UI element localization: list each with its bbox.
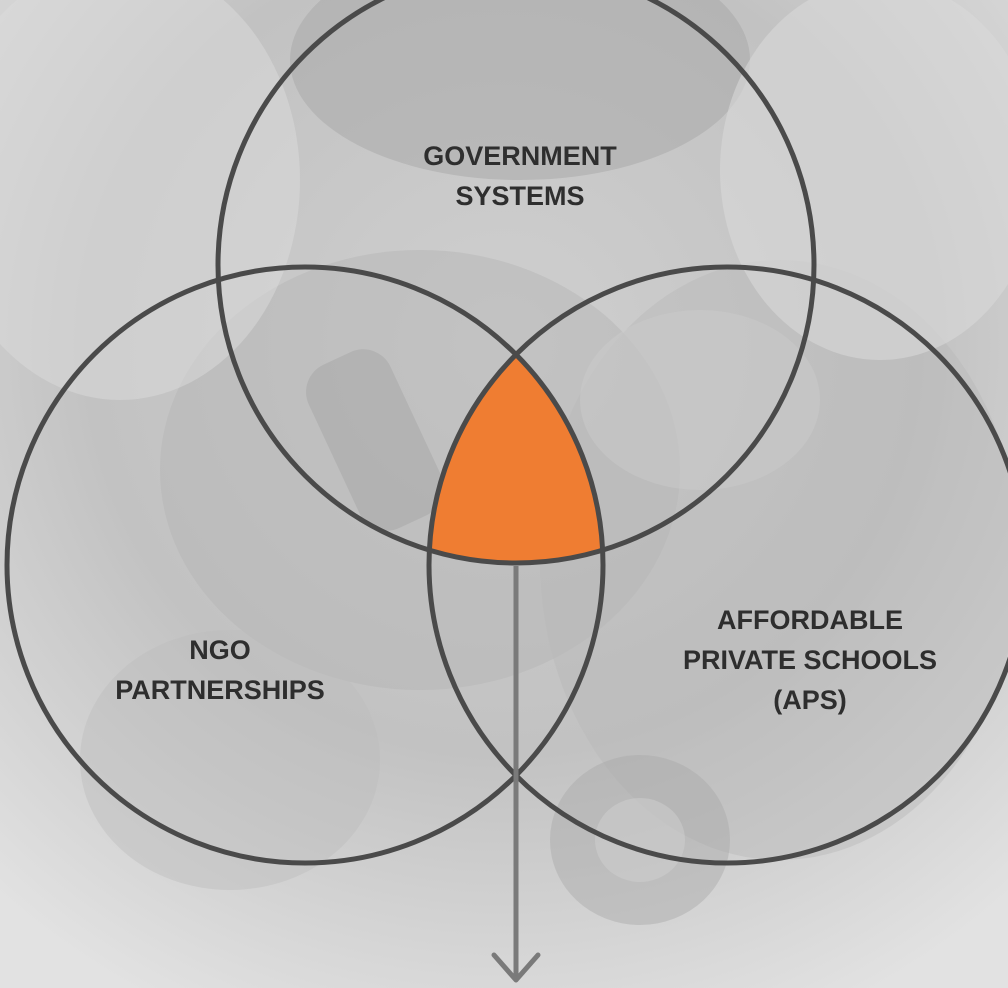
- down-arrow-icon: [491, 566, 541, 983]
- ngo-partnerships-circle: [4, 264, 606, 866]
- government-systems-label: GOVERNMENT SYSTEMS: [423, 141, 617, 211]
- government-systems-circle: [215, 0, 817, 566]
- affordable-private-schools-label: AFFORDABLE PRIVATE SCHOOLS (APS): [682, 605, 938, 715]
- affordable-private-schools-circle: [426, 264, 1008, 866]
- ngo-partnerships-label: NGO PARTNERSHIPS: [115, 635, 325, 705]
